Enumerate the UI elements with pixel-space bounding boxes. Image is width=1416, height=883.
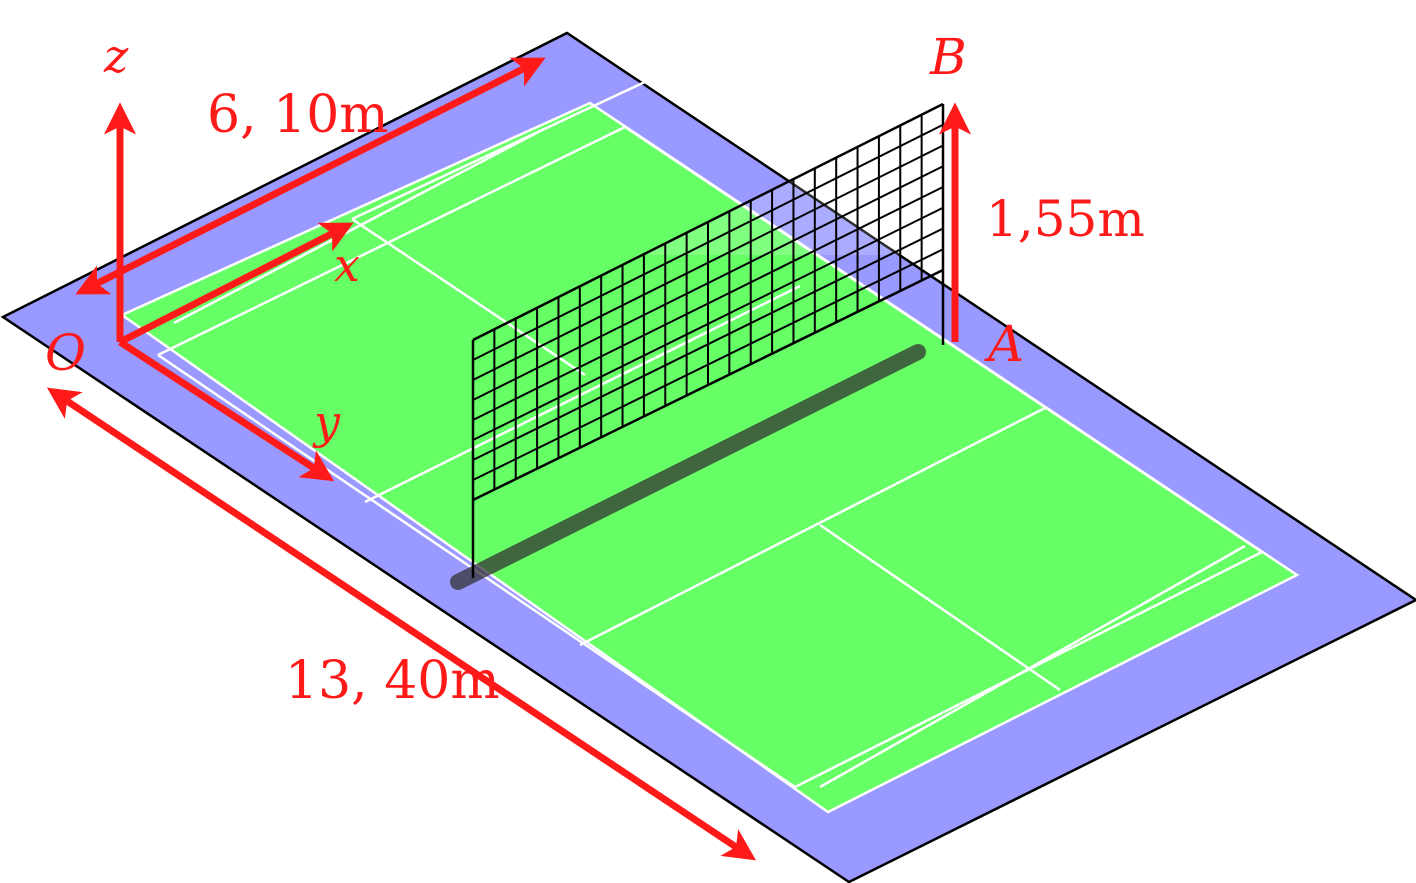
point-a-label: A bbox=[984, 315, 1024, 373]
net-height-label: 1,55m bbox=[986, 190, 1145, 248]
axis-y-label: y bbox=[312, 395, 341, 449]
width-dimension-arrow bbox=[75, 57, 546, 295]
width-label: 6, 10m bbox=[207, 85, 389, 145]
origin-label: O bbox=[45, 324, 86, 382]
net-mesh-line bbox=[472, 186, 944, 421]
net-mesh-line bbox=[472, 144, 944, 381]
axis-z-label: z bbox=[103, 29, 129, 83]
net bbox=[471, 102, 945, 578]
annotation-arrows bbox=[46, 57, 972, 861]
net-mesh-line bbox=[472, 102, 944, 342]
length-dimension-arrow bbox=[46, 387, 757, 861]
axis-x-label: x bbox=[334, 238, 360, 292]
point-b-label: B bbox=[929, 28, 967, 86]
net-mesh-line bbox=[472, 165, 944, 401]
net-mesh-line bbox=[472, 123, 944, 361]
length-label: 13, 40m bbox=[285, 651, 500, 711]
